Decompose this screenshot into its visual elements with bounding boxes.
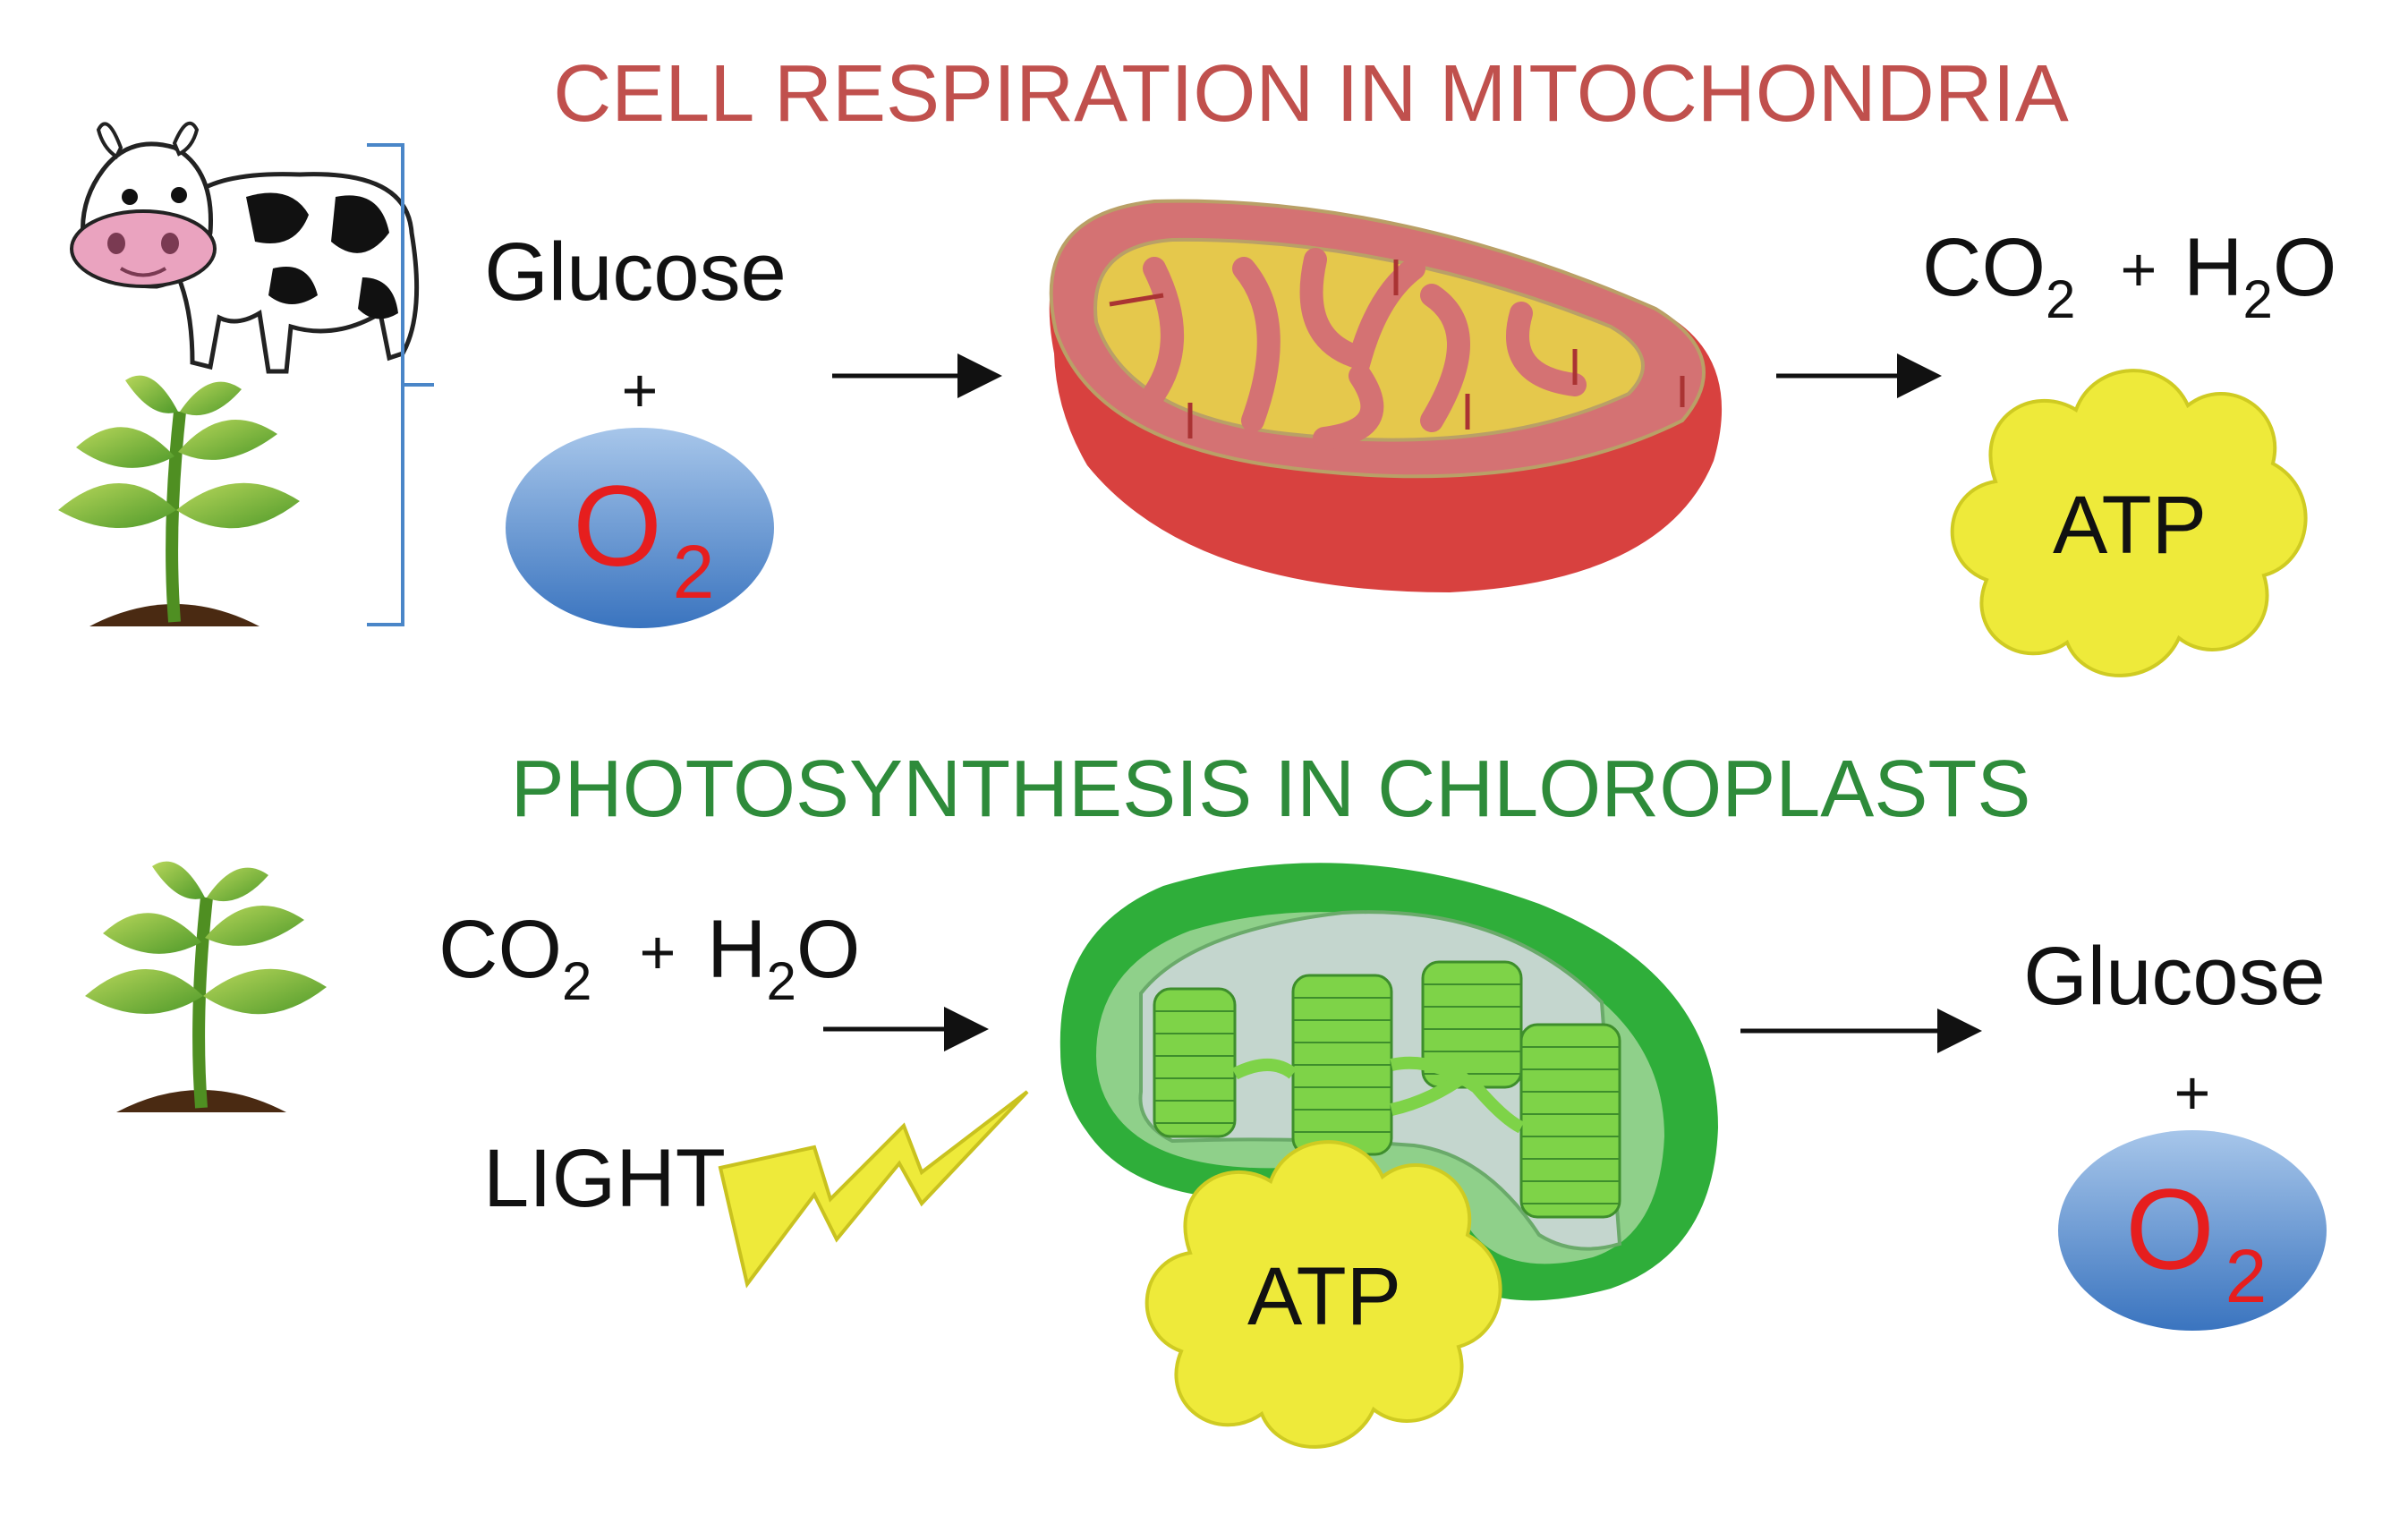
h2o-subscript: 2 — [2242, 269, 2272, 329]
photosynthesis-glucose-label: Glucose — [2023, 931, 2326, 1022]
photosynthesis-atp-label: ATP — [1247, 1251, 1401, 1342]
svg-text:H2O: H2O — [2183, 222, 2336, 329]
o2-symbol: O — [573, 463, 662, 591]
respiration-products: CO2 + H2O — [1922, 222, 2336, 329]
svg-text:H2O: H2O — [707, 904, 860, 1011]
photosynthesis-plus-sign: + — [2174, 1058, 2211, 1128]
o2-subscript: 2 — [2225, 1234, 2268, 1318]
o2-symbol: O — [2125, 1166, 2215, 1294]
respiration-glucose-label: Glucose — [484, 226, 787, 318]
photosynthesis-reactants: CO2 + H2O — [438, 904, 860, 1011]
respiration-title: CELL RESPIRATION IN MITOCHONDRIA — [553, 49, 2069, 139]
co2-base: CO — [1922, 222, 2046, 313]
photosynthesis-title: PHOTOSYNTHESIS IN CHLOROPLASTS — [511, 745, 2031, 834]
chloroplast-icon — [1059, 863, 1718, 1301]
lightning-bolt-icon — [718, 1090, 1029, 1289]
respiration-atp-label: ATP — [2053, 480, 2207, 571]
reactants-plus-sign: + — [640, 917, 676, 987]
plant-icon — [58, 376, 300, 626]
light-label: LIGHT — [483, 1133, 726, 1224]
photosynthesis-o2-bubble: O 2 — [2058, 1130, 2327, 1331]
organism-bracket — [367, 143, 434, 626]
h2o-base: H — [707, 904, 766, 995]
co2-subscript: 2 — [562, 951, 591, 1011]
h2o-base: H — [2183, 222, 2242, 313]
respiration-atp-cloud: ATP — [1950, 369, 2308, 677]
h2o-tail: O — [2273, 222, 2337, 313]
svg-text:CO2: CO2 — [438, 904, 591, 1011]
respiration-plus-sign: + — [622, 355, 659, 425]
h2o-subscript: 2 — [766, 951, 796, 1011]
svg-text:CO2: CO2 — [1922, 222, 2075, 329]
h2o-tail: O — [796, 904, 861, 995]
cow-icon — [70, 121, 420, 374]
co2-subscript: 2 — [2046, 269, 2075, 329]
products-plus-sign: + — [2121, 234, 2157, 304]
plant-icon — [85, 862, 327, 1112]
co2-base: CO — [438, 904, 562, 995]
photosynthesis-atp-cloud: ATP — [1144, 1140, 1502, 1449]
respiration-o2-bubble: O 2 — [506, 428, 774, 628]
o2-subscript: 2 — [673, 530, 715, 614]
mitochondrion-icon — [1049, 199, 1723, 592]
